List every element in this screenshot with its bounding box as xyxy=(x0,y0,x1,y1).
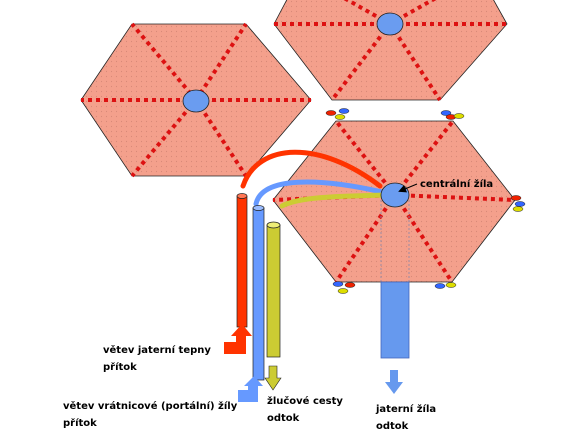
portal-triad-upper xyxy=(325,108,350,120)
portal-inflow-arrow xyxy=(238,376,263,402)
bile-outflow-arrow xyxy=(264,365,282,391)
central-vein-label: centrální žíla xyxy=(420,178,493,190)
portal-triad-lower-right xyxy=(434,282,457,289)
portal-vein-label-line2: přítok xyxy=(63,417,97,429)
hepatic-vein-label-line2: odtok xyxy=(376,421,409,432)
bile-duct-label-line1: žlučové cesty xyxy=(267,395,343,407)
portal-triad-right xyxy=(510,195,526,212)
lobule-top-right xyxy=(273,0,508,102)
portal-flow-curve xyxy=(253,179,385,207)
bile-duct-label-line2: odtok xyxy=(267,413,300,424)
portal-vein-branch xyxy=(238,205,265,402)
artery-inflow-arrow xyxy=(224,324,252,354)
hepatic-artery-label-line2: přítok xyxy=(103,361,137,373)
hepatic-artery-label-line1: větev jaterní tepny xyxy=(103,344,211,356)
hepatic-artery-branch xyxy=(224,193,252,354)
portal-triad-lower-left xyxy=(332,281,356,294)
lobule-top-left xyxy=(80,22,312,178)
central-vein-bottom-right xyxy=(380,182,410,208)
hepatic-vein-label-line1: jaterní žíla xyxy=(375,403,436,415)
bile-flow-curve xyxy=(279,192,388,209)
portal-triad-upper-right xyxy=(440,110,465,120)
central-vein-pointer xyxy=(398,183,418,193)
central-vein-top-left xyxy=(182,89,210,113)
hepatic-vein-drain xyxy=(380,200,410,394)
bile-duct-branch xyxy=(264,221,282,391)
artery-flow-curve xyxy=(240,149,383,189)
central-vein-top-right xyxy=(376,12,404,36)
portal-vein-label-line1: větev vrátnicové (portální) žíly xyxy=(63,400,238,412)
hepatic-vein-outflow-arrow xyxy=(385,370,403,394)
